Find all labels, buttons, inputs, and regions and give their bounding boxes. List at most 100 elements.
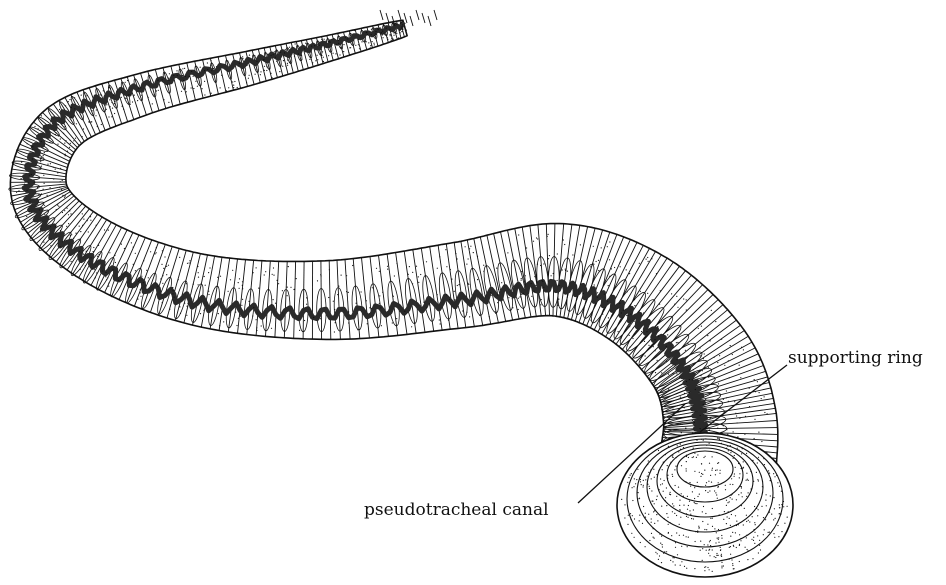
stipple-dot [324, 39, 325, 40]
stipple-dot [702, 548, 703, 549]
stipple-dot [173, 75, 174, 76]
stipple-dot [57, 172, 58, 173]
stipple-dot [757, 381, 758, 382]
stipple-dot [184, 303, 185, 304]
stipple-dot [674, 469, 675, 470]
stipple-dot [634, 321, 635, 322]
stipple-dot [637, 469, 638, 470]
stipple-dot [338, 40, 339, 41]
stipple-dot [387, 37, 388, 38]
stipple-dot [678, 494, 679, 495]
stipple-dot [64, 143, 65, 144]
stipple-dot [55, 169, 56, 170]
stipple-dot [732, 565, 733, 566]
stipple-dot [507, 252, 508, 253]
stipple-dot [370, 47, 371, 48]
stipple-dot [614, 267, 615, 268]
stipple-dot [759, 453, 760, 454]
stipple-dot [725, 489, 726, 490]
stipple-dot [715, 321, 716, 322]
stipple-dot [255, 74, 256, 75]
stipple-dot [764, 464, 765, 465]
stipple-dot [710, 417, 711, 418]
stipple-dot [43, 155, 44, 156]
stipple-dot [88, 231, 89, 232]
stipple-dot [765, 467, 766, 468]
stipple-dot [391, 40, 392, 41]
stipple-dot [731, 559, 732, 560]
stipple-dot [387, 269, 388, 270]
stipple-dot [740, 538, 741, 539]
stipple-dot [721, 560, 722, 561]
stipple-dot [549, 255, 550, 256]
stipple-dot [667, 517, 668, 518]
stipple-dot [654, 339, 655, 340]
stipple-dot [750, 471, 751, 472]
stipple-dot [366, 32, 367, 33]
stipple-dot [537, 264, 538, 265]
stipple-dot [730, 452, 731, 453]
stipple-dot [349, 47, 350, 48]
stipple-dot [24, 184, 25, 185]
stipple-dot [395, 32, 396, 33]
stipple-dot [396, 263, 397, 264]
stipple-dot [565, 270, 566, 271]
stipple-dot [718, 529, 719, 530]
stipple-dot [674, 513, 675, 514]
stipple-dot [748, 492, 749, 493]
stipple-dot [355, 45, 356, 46]
stipple-dot [728, 360, 729, 361]
stipple-dot [738, 524, 739, 525]
stipple-dot [300, 55, 301, 56]
stipple-dot [328, 41, 329, 42]
stipple-dot [658, 450, 659, 451]
stipple-dot [740, 377, 741, 378]
tip-fray [416, 10, 419, 20]
stipple-dot [712, 571, 713, 572]
stipple-dot [646, 331, 647, 332]
stipple-dot [60, 138, 61, 139]
stipple-dot [639, 263, 640, 264]
stipple-dot [687, 546, 688, 547]
stipple-dot [141, 276, 142, 277]
stipple-dot [709, 541, 710, 542]
stipple-dot [676, 532, 677, 533]
stipple-dot [446, 294, 447, 295]
stipple-dot [628, 315, 629, 316]
stipple-dot [380, 34, 381, 35]
stipple-dot [106, 104, 107, 105]
stipple-dot [677, 342, 678, 343]
stipple-dot [317, 42, 318, 43]
stipple-dot [93, 247, 94, 248]
stipple-dot [429, 305, 430, 306]
stipple-dot [689, 369, 690, 370]
stipple-dot [657, 520, 658, 521]
stipple-dot [256, 330, 257, 331]
stipple-dot [682, 424, 683, 425]
stipple-dot [535, 285, 536, 286]
stipple-dot [711, 310, 712, 311]
stipple-dot [688, 457, 689, 458]
stipple-dot [693, 509, 694, 510]
stipple-dot [374, 44, 375, 45]
stipple-dot [198, 277, 199, 278]
stipple-dot [216, 66, 217, 67]
stipple-dot [596, 261, 597, 262]
stipple-dot [36, 138, 37, 139]
stipple-dot [248, 301, 249, 302]
stipple-dot [732, 354, 733, 355]
stipple-dot [454, 291, 455, 292]
stipple-dot [708, 377, 709, 378]
stipple-dot [143, 282, 144, 283]
stipple-dot [97, 256, 98, 257]
stipple-dot [207, 62, 208, 63]
stipple-dot [341, 275, 342, 276]
stipple-dot [58, 135, 59, 136]
stipple-dot [320, 274, 321, 275]
stipple-dot [700, 332, 701, 333]
stipple-dot [710, 545, 711, 546]
stipple-dot [85, 265, 86, 266]
stipple-dot [735, 413, 736, 414]
stipple-dot [184, 68, 185, 69]
stipple-dot [673, 457, 674, 458]
